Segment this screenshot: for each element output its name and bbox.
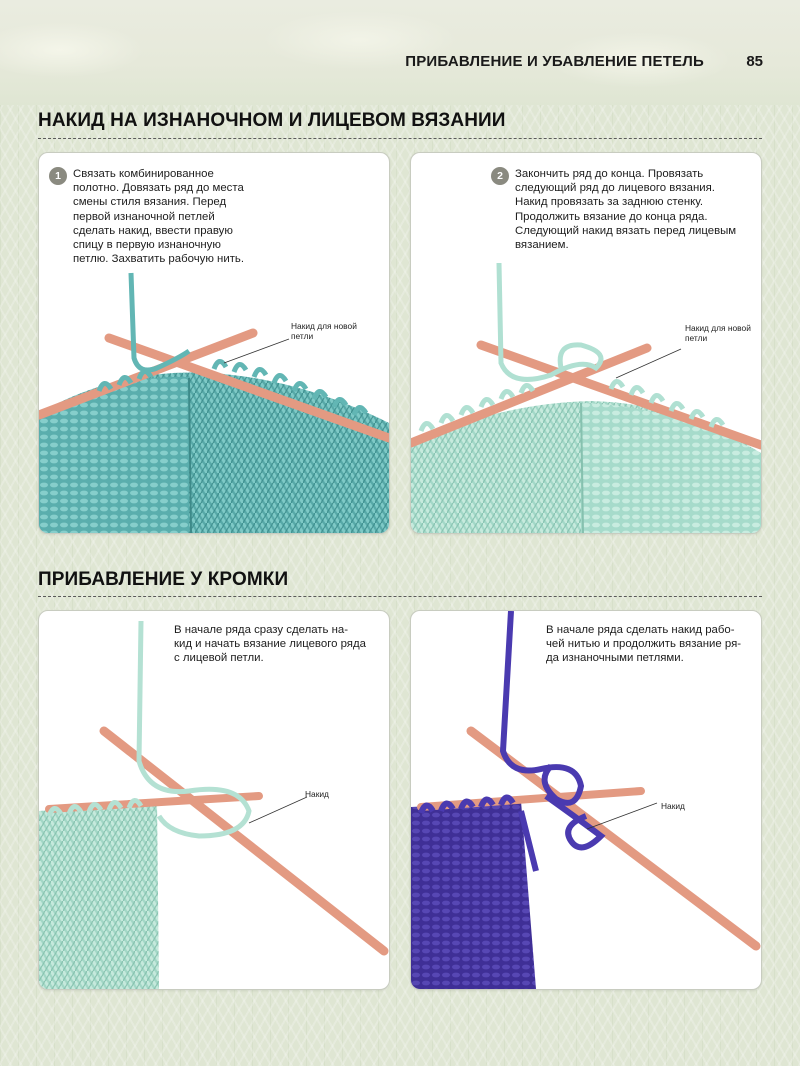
knitting-illustration-mint-edge (39, 620, 389, 989)
decorative-knit-header (0, 0, 800, 105)
step-2-caption: Закончить ряд до конца. Провязать следую… (515, 168, 737, 252)
knitting-illustration-mint (411, 262, 761, 533)
label-yarn-over-new-stitch: Накид для новой петли (685, 323, 751, 343)
panel-step-2: 2 Закончить ряд до конца. Провязать след… (410, 152, 762, 534)
panel-edge-increase-knit: В начале ряда сразу сделать на- кид и на… (38, 610, 390, 990)
label-yarn-over-new-stitch: Накид для новой петли (291, 321, 357, 341)
step-number-badge: 1 (49, 167, 67, 185)
label-yarn-over: Накид (661, 801, 685, 811)
section-divider (38, 596, 762, 597)
step-1-caption: Связать комбинированное полотно. Довязат… (73, 168, 245, 266)
page-number: 85 (746, 53, 763, 70)
section-divider (38, 138, 762, 139)
edge-increase-knit-caption: В начале ряда сразу сделать на- кид и на… (174, 624, 366, 665)
edge-increase-purl-caption: В начале ряда сделать накид рабо- чей ни… (546, 624, 742, 665)
panel-edge-increase-purl: В начале ряда сделать накид рабо- чей ни… (410, 610, 762, 990)
running-head: ПРИБАВЛЕНИЕ И УБАВЛЕНИЕ ПЕТЕЛЬ (405, 53, 704, 70)
label-yarn-over: Накид (305, 789, 329, 799)
section-title-yarn-over: НАКИД НА ИЗНАНОЧНОМ И ЛИЦЕВОМ ВЯЗАНИИ (38, 110, 506, 131)
knitting-illustration-teal (39, 272, 389, 533)
section-title-edge-increase: ПРИБАВЛЕНИЕ У КРОМКИ (38, 569, 289, 590)
knitting-illustration-purple-edge (411, 611, 761, 989)
step-number-badge: 2 (491, 167, 509, 185)
panel-step-1: 1 Связать комбинированное полотно. Довяз… (38, 152, 390, 534)
